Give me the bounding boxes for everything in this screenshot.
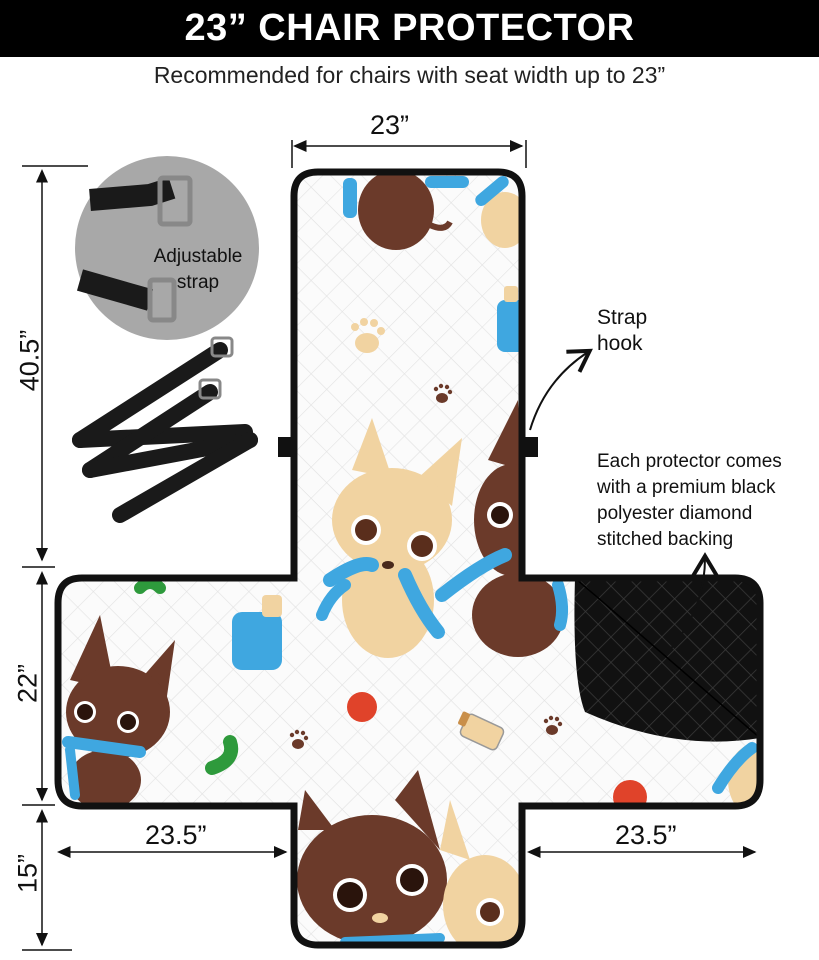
strap-label: Adjustable strap bbox=[150, 244, 246, 296]
dim-height-seat: 22” bbox=[12, 663, 43, 704]
backing-note: Each protector comes with a premium blac… bbox=[597, 449, 782, 553]
dog-brown-left bbox=[62, 615, 175, 810]
black-backing-fold bbox=[574, 578, 760, 742]
dog-tan-right-arm bbox=[712, 742, 760, 815]
strap-hook-line2: hook bbox=[597, 332, 643, 355]
paw-print-4 bbox=[543, 715, 563, 735]
paw-print-1 bbox=[351, 318, 385, 353]
header-banner: 23” CHAIR PROTECTOR bbox=[0, 0, 819, 57]
strap-label-line2: strap bbox=[176, 272, 220, 293]
shampoo-bottle-left bbox=[232, 595, 282, 670]
strap-buckles bbox=[198, 336, 234, 400]
strap-hook-line1: Strap bbox=[597, 306, 648, 329]
page-title: 23” CHAIR PROTECTOR bbox=[184, 7, 635, 49]
dog-tan-center bbox=[316, 418, 462, 658]
dim-height-front: 15” bbox=[12, 853, 43, 894]
backing-line2: with a premium black bbox=[597, 477, 776, 498]
ball-red-center bbox=[347, 692, 377, 722]
bone-green-left bbox=[134, 577, 239, 775]
strap-closeup-circle bbox=[75, 156, 259, 340]
backing-line4: stitched backing bbox=[597, 529, 734, 550]
strap-hook-left bbox=[278, 437, 294, 457]
backing-line1: Each protector comes bbox=[597, 451, 782, 472]
strap-loose bbox=[72, 342, 258, 523]
strap-hook-right bbox=[522, 437, 538, 457]
dog-tan-bottom bbox=[440, 800, 527, 945]
strap-hook-label: Strap hook bbox=[597, 305, 647, 357]
paw-print-3 bbox=[289, 729, 309, 749]
backing-arrow bbox=[667, 552, 719, 653]
backing-line3: polyester diamond bbox=[597, 503, 753, 524]
dim-arm-right: 23.5” bbox=[615, 820, 677, 850]
strap-label-line1: Adjustable bbox=[153, 246, 243, 267]
dim-height-back: 40.5” bbox=[14, 329, 45, 392]
protector-body bbox=[54, 168, 764, 949]
dimension-lines bbox=[22, 140, 757, 951]
dim-arm-left: 23.5” bbox=[145, 820, 207, 850]
dog-brown-top bbox=[343, 172, 469, 250]
dog-brown-bottom bbox=[297, 770, 447, 945]
brush-icon bbox=[458, 711, 505, 751]
dog-tan-top-right bbox=[475, 176, 529, 248]
strap-hook-arrow bbox=[529, 348, 593, 431]
dim-top-width: 23” bbox=[370, 110, 410, 140]
paw-print-2 bbox=[433, 383, 453, 403]
page-subtitle: Recommended for chairs with seat width u… bbox=[153, 62, 666, 88]
